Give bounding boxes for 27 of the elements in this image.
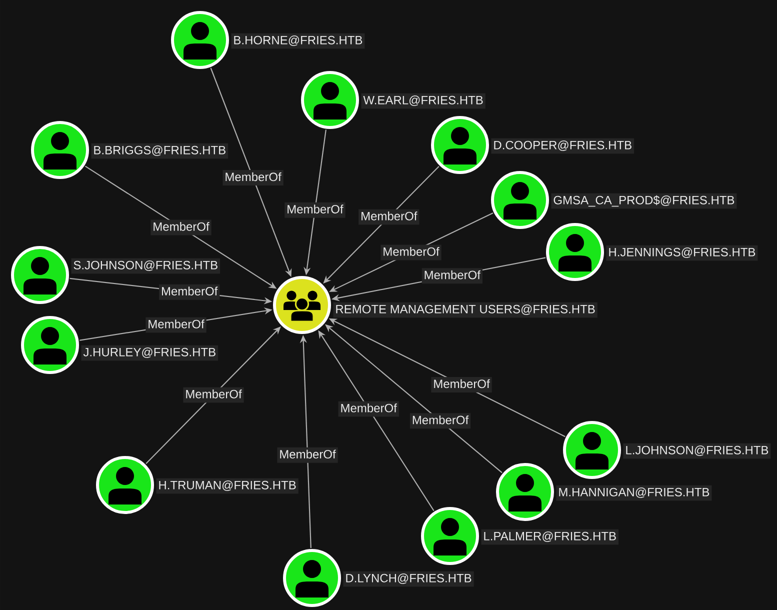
edge-label: MemberOf (222, 170, 284, 186)
node-label: W.EARL@FRIES.HTB (361, 93, 486, 109)
node-label: M.HANNIGAN@FRIES.HTB (556, 485, 712, 501)
edge-label: MemberOf (146, 317, 206, 333)
edge-label: MemberOf (277, 447, 338, 463)
edge-label: MemberOf (183, 387, 244, 403)
edge-label: MemberOf (431, 377, 492, 392)
node-label: J.HURLEY@FRIES.HTB (81, 345, 218, 361)
node-label: H.JENNINGS@FRIES.HTB (606, 245, 758, 261)
node-label: B.BRIGGS@FRIES.HTB (91, 143, 228, 159)
node-label: S.JOHNSON@FRIES.HTB (71, 258, 220, 274)
edge-label: MemberOf (284, 202, 346, 218)
edge-label: MemberOf (159, 284, 220, 300)
edge-label: MemberOf (338, 401, 399, 417)
node-label: GMSA_CA_PROD$@FRIES.HTB (551, 193, 737, 209)
node-label: L.JOHNSON@FRIES.HTB (623, 443, 771, 459)
node-label: B.HORNE@FRIES.HTB (231, 33, 365, 49)
node-label: D.COOPER@FRIES.HTB (491, 138, 634, 154)
edge-label: MemberOf (410, 413, 471, 429)
node-label: L.PALMER@FRIES.HTB (481, 529, 619, 545)
edge-label: MemberOf (380, 244, 442, 260)
edge-label: MemberOf (150, 220, 212, 236)
node-label: D.LYNCH@FRIES.HTB (343, 571, 474, 587)
edge-label: MemberOf (422, 268, 482, 284)
node-label: H.TRUMAN@FRIES.HTB (156, 478, 298, 494)
edge-label: MemberOf (358, 209, 420, 225)
node-label: REMOTE MANAGEMENT USERS@FRIES.HTB (333, 302, 598, 318)
